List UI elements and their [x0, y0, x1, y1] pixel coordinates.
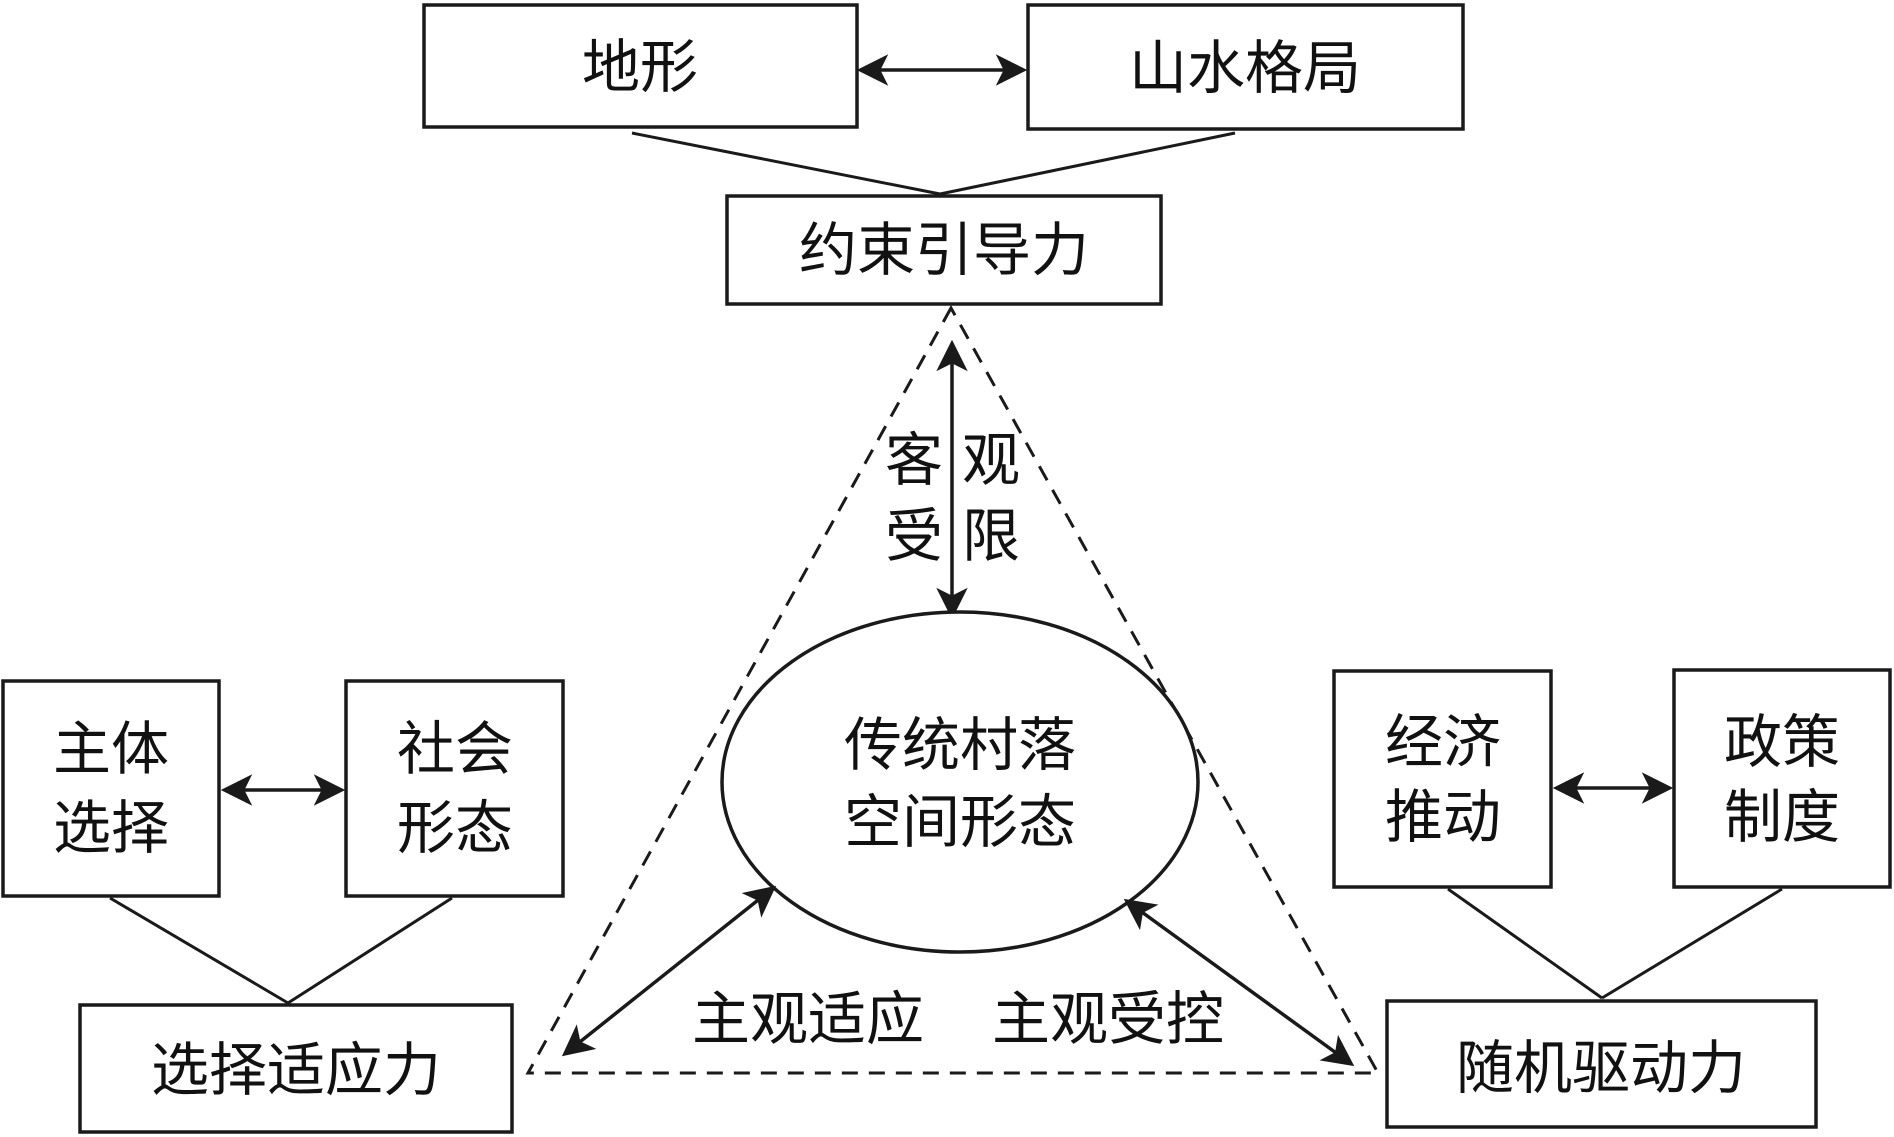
center-line-2: 空间形态 — [844, 788, 1076, 856]
policy-system-line-1: 政策 — [1724, 708, 1840, 776]
subjective-adapt-label: 主观适应 — [692, 985, 924, 1053]
social-form-line-2: 形态 — [397, 794, 513, 862]
policy-system-box: 政策 制度 — [1672, 668, 1892, 889]
economic-drive-line-2: 推动 — [1385, 783, 1501, 851]
subject-choice-connector — [109, 896, 289, 1005]
village-spatial-form-node: 传统村落 空间形态 — [720, 610, 1200, 954]
social-form-connector — [287, 896, 453, 1005]
policy-system-line-2: 制度 — [1724, 783, 1840, 851]
center-line-1: 传统村落 — [844, 711, 1076, 779]
policy-system-connector — [1601, 887, 1783, 1000]
selective-adaptation-box: 选择适应力 — [78, 1003, 514, 1134]
social-form-box: 社会 形态 — [344, 679, 565, 898]
economic-drive-connector — [1447, 887, 1603, 1000]
terrain-label: 地形 — [582, 33, 698, 101]
landscape-pattern-label: 山水格局 — [1129, 34, 1361, 102]
constraint-guidance-box: 约束引导力 — [725, 194, 1163, 306]
subjective-adapt-arrow — [561, 885, 777, 1057]
economic-drive-box: 经济 推动 — [1332, 669, 1553, 889]
subject-choice-line-2: 选择 — [53, 794, 169, 862]
objective-right-top: 观 — [962, 426, 1020, 494]
objective-right-bottom: 限 — [962, 502, 1020, 570]
social-form-line-1: 社会 — [397, 715, 513, 783]
selective-adaptation-label: 选择适应力 — [151, 1036, 441, 1104]
subjective-control-arrow — [1123, 898, 1355, 1067]
subjective-control-label: 主观受控 — [992, 985, 1224, 1053]
random-drive-box: 随机驱动力 — [1385, 999, 1818, 1129]
constraint-guidance-label: 约束引导力 — [799, 216, 1089, 284]
objective-left-top: 客 — [885, 426, 943, 494]
random-drive-label: 随机驱动力 — [1456, 1034, 1746, 1102]
landscape-connector — [939, 131, 1236, 196]
economic-drive-line-1: 经济 — [1385, 708, 1501, 776]
terrain-connector — [631, 131, 941, 196]
subject-choice-box: 主体 选择 — [1, 679, 221, 898]
subject-choice-line-1: 主体 — [53, 715, 169, 783]
objective-left-bottom: 受 — [885, 502, 943, 570]
dashed-triangle — [525, 304, 1381, 1075]
terrain-box: 地形 — [422, 3, 859, 129]
landscape-pattern-box: 山水格局 — [1026, 3, 1465, 131]
